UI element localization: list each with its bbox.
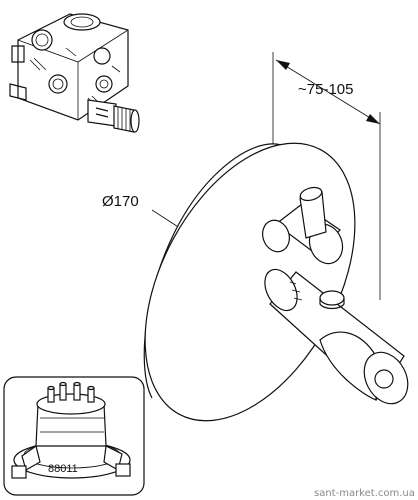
thermostat-handle [264,268,409,405]
flow-control-knob [262,186,344,265]
cover-plate [143,142,356,422]
depth-dimension-label: ~75-105 [298,81,353,98]
inset-part-number: 88011 [48,463,78,475]
valve-body-illustration [9,13,140,133]
watermark: sant-market.com.ua [314,488,415,499]
depth-dimension: ~75-105 [272,52,381,300]
diameter-dimension: Ø170 [102,193,188,234]
diameter-dimension-label: Ø170 [102,193,139,210]
installation-inset: 88011 [3,376,145,496]
